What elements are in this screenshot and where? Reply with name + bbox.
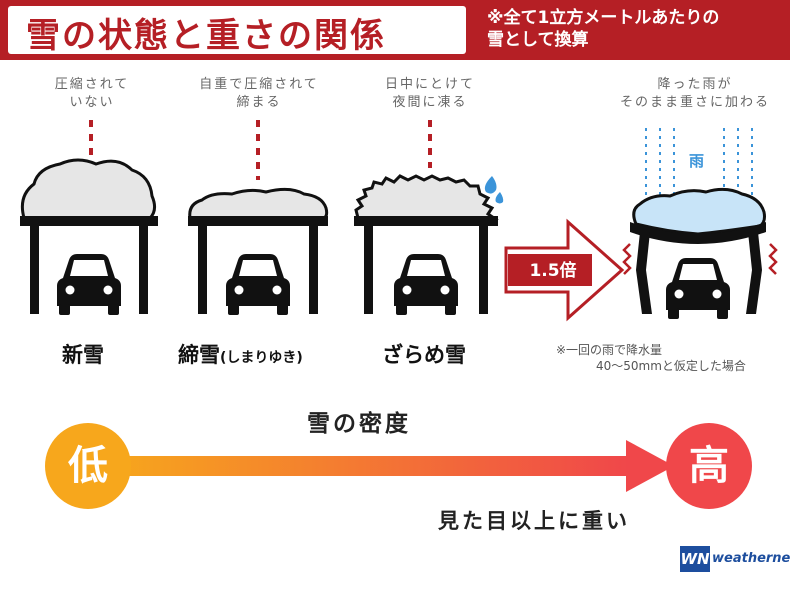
- ratio-label: 1.5倍: [529, 261, 577, 281]
- rain-label: 雨: [689, 152, 705, 170]
- header-bar: 雪の状態と重さの関係 ※全て1立方メートルあたりの 雪として換算: [0, 0, 790, 60]
- bent-pillar-left: [636, 232, 652, 314]
- weathernews-logo-text: weathernews: [712, 551, 790, 566]
- carport-rain-snow: [622, 128, 778, 319]
- water-drop-icon: [495, 192, 504, 204]
- carport-compacted-snow: [188, 187, 329, 315]
- car-icon: [666, 258, 730, 319]
- car-icon: [226, 254, 290, 315]
- header-note-line1: ※全て1立方メートルあたりの: [487, 8, 720, 28]
- high-density-badge: 高: [666, 423, 752, 509]
- stage-name-compacted-snow-reading: (しまりゆき): [220, 350, 303, 366]
- stage-name-fresh-snow: 新雪: [62, 342, 104, 368]
- stage-name-fresh-snow-text: 新雪: [62, 343, 104, 367]
- caption-compacted-snow-line2: 締まる: [236, 95, 282, 110]
- stage-name-granular-snow-text: ざらめ雪: [382, 343, 466, 367]
- density-arrow-head: [626, 440, 674, 492]
- footnote-line2: 40〜50mmと仮定した場合: [596, 359, 746, 373]
- car-icon: [57, 254, 121, 315]
- density-title: 雪の密度: [307, 411, 411, 437]
- caption-rain-snow: 降った雨が そのまま重さに加わる: [600, 76, 790, 112]
- heavier-than-looks-caption: 見た目以上に重い: [438, 509, 630, 533]
- density-gradient-bar: [108, 456, 628, 476]
- wet-snow-pile: [632, 187, 766, 236]
- stage-name-compacted-snow-text: 締雪: [178, 343, 220, 367]
- compacted-snow-pile: [188, 187, 329, 220]
- caption-granular-snow: 日中にとけて 夜間に凍る: [365, 76, 495, 112]
- title-box: 雪の状態と重さの関係: [8, 6, 466, 56]
- header-note: ※全て1立方メートルあたりの 雪として換算: [487, 7, 787, 51]
- granular-snow-pile: [354, 174, 499, 220]
- ratio-label-box: [508, 254, 592, 286]
- stage-name-compacted-snow: 締雪(しまりゆき): [178, 342, 303, 371]
- low-density-badge: 低: [45, 423, 131, 509]
- caption-granular-snow-line2: 夜間に凍る: [392, 95, 468, 110]
- caption-fresh-snow-line2: いない: [69, 95, 115, 110]
- carport-fresh-snow: [20, 158, 158, 315]
- caption-granular-snow-line1: 日中にとけて: [384, 77, 475, 92]
- water-drop-icon: [484, 176, 497, 194]
- stress-mark-left: [622, 243, 632, 275]
- carport-granular-snow: [354, 174, 504, 315]
- bent-pillar-right: [746, 232, 762, 314]
- caption-rain-snow-line2: そのまま重さに加わる: [619, 95, 770, 110]
- caption-fresh-snow: 圧縮されて いない: [40, 76, 144, 112]
- caption-compacted-snow-line1: 自重で圧縮されて: [199, 77, 319, 92]
- sagging-roof: [630, 222, 766, 244]
- footnote-line1: ※一回の雨で降水量: [556, 343, 663, 357]
- fresh-snow-pile: [20, 158, 157, 220]
- caption-rain-snow-line1: 降った雨が: [657, 77, 733, 92]
- weathernews-logo-mark: WN: [680, 546, 710, 572]
- header-note-line2: 雪として換算: [487, 30, 589, 50]
- caption-fresh-snow-line1: 圧縮されて: [54, 77, 130, 92]
- footnote: ※一回の雨で降水量 40〜50mmと仮定した場合: [556, 342, 746, 374]
- stress-mark-right: [768, 243, 778, 275]
- stage-name-granular-snow: ざらめ雪: [382, 342, 466, 368]
- caption-compacted-snow: 自重で圧縮されて 締まる: [180, 76, 338, 112]
- car-icon: [394, 254, 458, 315]
- page-title: 雪の状態と重さの関係: [26, 16, 386, 56]
